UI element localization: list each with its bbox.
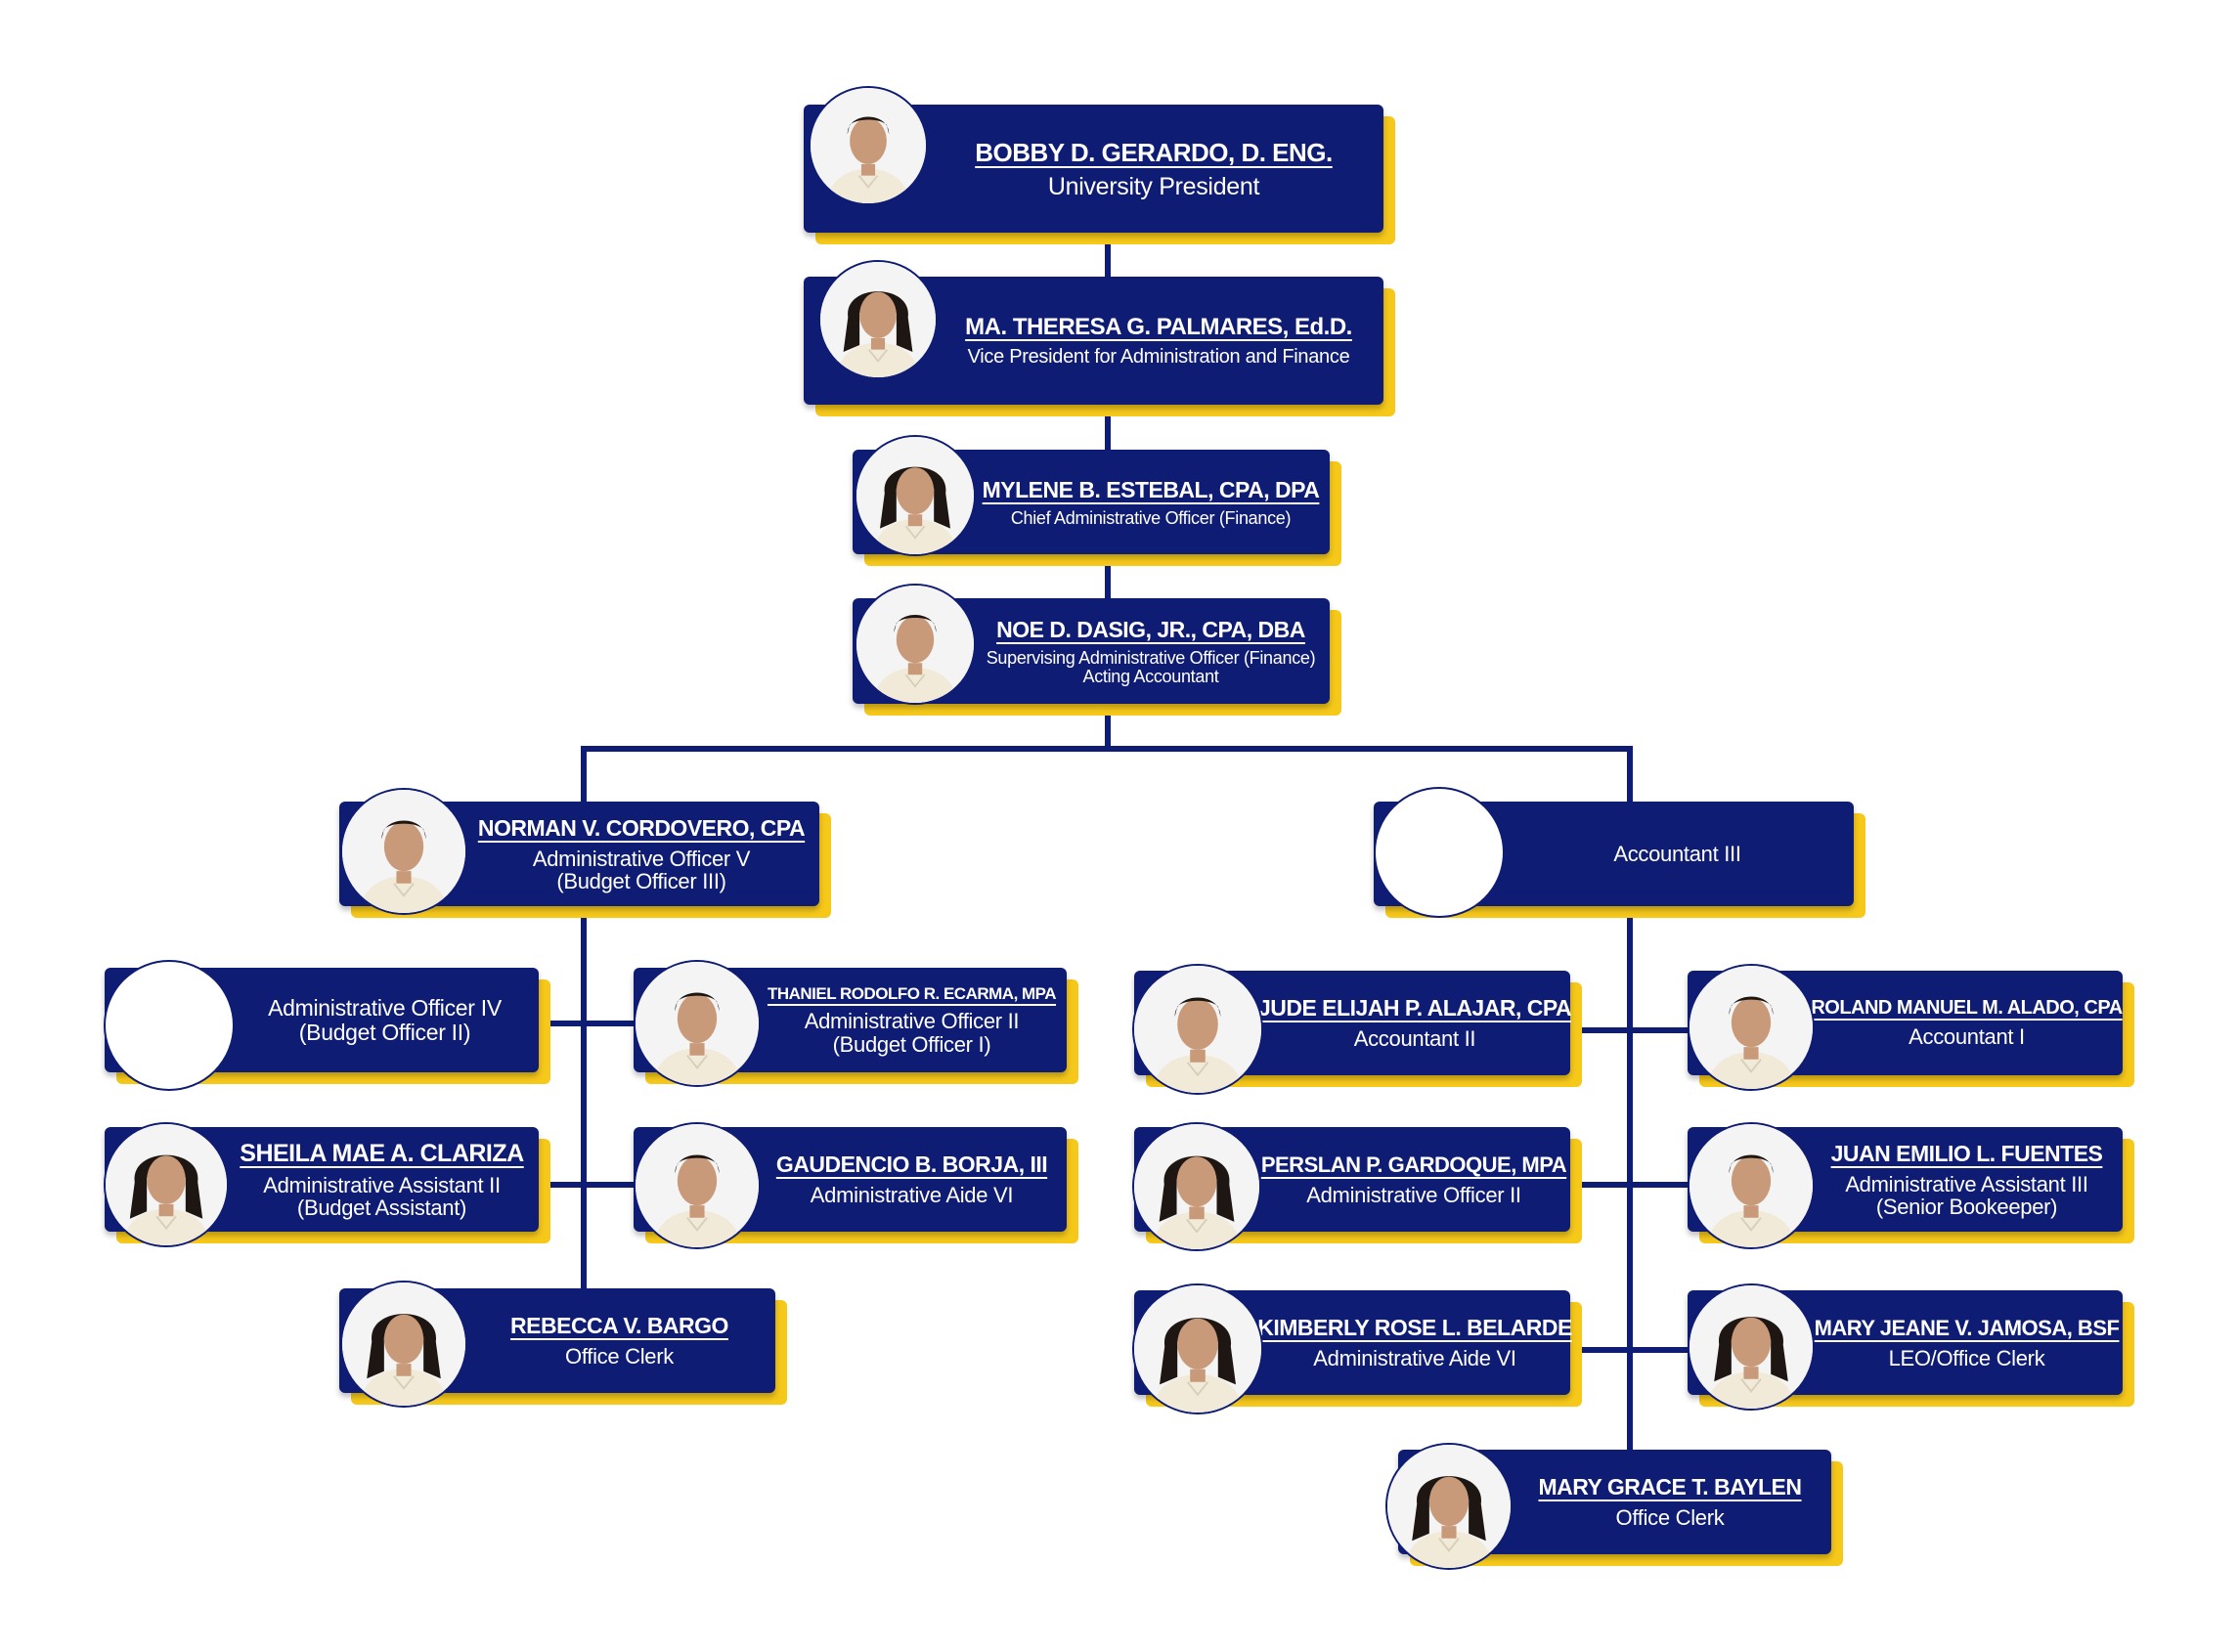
portrait-photo	[340, 788, 467, 915]
portrait-photo	[1688, 964, 1815, 1091]
position-title: Accountant II	[1353, 1026, 1476, 1052]
card-text: MYLENE B. ESTEBAL, CPA, DPA Chief Adminis…	[982, 450, 1320, 554]
position-title: Administrative Officer II	[804, 1009, 1020, 1034]
position-title: Accountant III	[1613, 841, 1741, 866]
card-text: BOBBY D. GERARDO, D. ENG. University Pres…	[934, 105, 1374, 233]
position-title: Administrative Aide VI	[810, 1183, 1014, 1208]
position-title: Administrative Officer II	[1306, 1182, 1521, 1207]
person-name: GAUDENCIO B. BORJA, III	[775, 1152, 1048, 1178]
person-name: THANIEL RODOLFO R. ECARMA, MPA	[767, 984, 1057, 1004]
portrait-photo	[818, 260, 938, 379]
person-name: KIMBERLY ROSE L. BELARDE	[1257, 1315, 1572, 1341]
photo-placeholder	[104, 960, 235, 1091]
card-text: SHEILA MAE A. CLARIZA Administrative Assi…	[235, 1127, 529, 1232]
position-title: LEO/Office Clerk	[1888, 1345, 2045, 1370]
portrait-photo	[855, 435, 976, 556]
position-subtitle: (Senior Bookeeper)	[1875, 1195, 2058, 1219]
card-text: MA. THERESA G. PALMARES, Ed.D. Vice Presi…	[943, 277, 1374, 405]
position-title: University President	[1047, 172, 1260, 200]
card-text: Accountant III	[1511, 802, 1844, 906]
person-name: PERSLAN P. GARDOQUE, MPA	[1260, 1152, 1567, 1177]
org-card-admin-aide-budget: GAUDENCIO B. BORJA, III Administrative Ai…	[634, 1127, 1078, 1243]
portrait-photo	[104, 1122, 229, 1247]
portrait-photo	[340, 1281, 467, 1408]
position-subtitle: (Budget Assistant)	[296, 1196, 467, 1220]
portrait-photo	[1132, 1122, 1261, 1251]
position-title: Vice President for Administration and Fi…	[967, 346, 1350, 368]
portrait-photo	[1132, 964, 1263, 1095]
position-title: Accountant I	[1909, 1024, 2025, 1050]
person-name: JUAN EMILIO L. FUENTES	[1830, 1140, 2103, 1166]
person-name: JUDE ELIJAH P. ALAJAR, CPA	[1257, 995, 1572, 1022]
person-name: BOBBY D. GERARDO, D. ENG.	[975, 137, 1333, 167]
portrait-photo	[1688, 1283, 1815, 1411]
position-title: Administrative Assistant III	[1845, 1171, 2088, 1196]
position-title: Office Clerk	[1615, 1505, 1725, 1531]
card-text: NOE D. DASIG, JR., CPA, DBA Supervising A…	[982, 598, 1320, 704]
position-title: Administrative Assistant II	[263, 1172, 501, 1197]
card-text: JUAN EMILIO L. FUENTES Administrative Ass…	[1821, 1127, 2113, 1232]
position-title: Office Clerk	[565, 1344, 674, 1369]
person-name: NOE D. DASIG, JR., CPA, DBA	[996, 616, 1305, 642]
portrait-photo	[1132, 1283, 1263, 1414]
position-title: Administrative Officer V	[532, 846, 751, 871]
person-name: REBECCA V. BARGO	[510, 1313, 728, 1339]
position-subtitle: Acting Accountant	[1082, 666, 1219, 686]
card-text: PERSLAN P. GARDOQUE, MPA Administrative O…	[1261, 1127, 1567, 1232]
person-name: MYLENE B. ESTEBAL, CPA, DPA	[982, 476, 1320, 502]
position-subtitle: (Budget Officer I)	[832, 1031, 991, 1057]
portrait-photo	[634, 960, 761, 1087]
portrait-photo	[1385, 1443, 1513, 1570]
card-text: THANIEL RODOLFO R. ECARMA, MPA Administra…	[767, 968, 1057, 1072]
position-title: Administrative Aide VI	[1313, 1346, 1516, 1371]
person-name: MARY GRACE T. BAYLEN	[1538, 1474, 1802, 1500]
person-name: MA. THERESA G. PALMARES, Ed.D.	[965, 314, 1352, 340]
person-name: MARY JEANE V. JAMOSA, BSF	[1814, 1315, 2120, 1340]
portrait-photo	[634, 1122, 761, 1249]
card-text: ROLAND MANUEL M. ALADO, CPA Accountant I	[1811, 971, 2123, 1075]
photo-placeholder	[1374, 787, 1505, 918]
position-subtitle: (Budget Officer II)	[298, 1019, 471, 1045]
person-name: SHEILA MAE A. CLARIZA	[240, 1139, 524, 1167]
portrait-photo	[809, 86, 928, 205]
portrait-photo	[1688, 1122, 1815, 1249]
card-text: JUDE ELIJAH P. ALAJAR, CPA Accountant II	[1258, 971, 1572, 1075]
card-text: NORMAN V. CORDOVERO, CPA Administrative O…	[473, 802, 810, 906]
portrait-photo	[855, 584, 976, 705]
card-text: MARY JEANE V. JAMOSA, BSF LEO/Office Cler…	[1815, 1290, 2120, 1395]
person-name: ROLAND MANUEL M. ALADO, CPA	[1811, 997, 2123, 1020]
position-title: Supervising Administrative Officer (Fina…	[986, 647, 1316, 668]
position-title: Administrative Officer IV	[268, 995, 502, 1022]
position-title: Chief Administrative Officer (Finance)	[1010, 507, 1292, 528]
card-text: GAUDENCIO B. BORJA, III Administrative Ai…	[767, 1127, 1057, 1232]
position-subtitle: (Budget Officer III)	[556, 869, 726, 893]
card-text: Administrative Officer IV(Budget Officer…	[241, 968, 529, 1072]
card-text: REBECCA V. BARGO Office Clerk	[473, 1288, 766, 1393]
card-text: MARY GRACE T. BAYLEN Office Clerk	[1518, 1450, 1821, 1554]
person-name: NORMAN V. CORDOVERO, CPA	[477, 814, 806, 841]
card-text: KIMBERLY ROSE L. BELARDE Administrative A…	[1257, 1290, 1572, 1395]
